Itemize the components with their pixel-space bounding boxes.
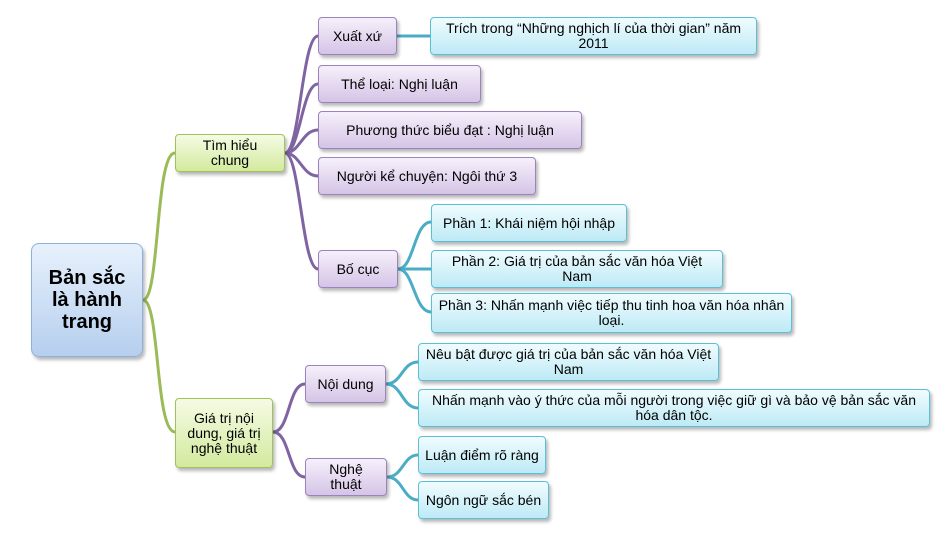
node-noi-dung: Nội dung	[305, 365, 386, 403]
bo-cuc-part-2-text: Phần 2: Giá trị của bản sắc văn hóa Việt…	[451, 253, 703, 284]
link-noi-dung-item1	[385, 360, 419, 386]
tim-hieu-chung-label: Tìm hiểu chung	[202, 137, 258, 168]
link-nghe-thuat-item1	[386, 453, 419, 479]
node-nghe-thuat: Nghệ thuật	[305, 458, 387, 496]
the-loai-text: Thể loại: Nghị luận	[341, 75, 458, 92]
node-nghe-thuat-item-2: Ngôn ngữ sắc bén	[418, 481, 549, 519]
noi-dung-label: Nội dung	[317, 375, 374, 392]
link-nghe-thuat-item2	[386, 475, 419, 502]
link-thc-xuat-xu	[284, 34, 319, 155]
root-label: Bản sắc là hành trang	[48, 267, 126, 333]
nghe-thuat-item-2-text: Ngôn ngữ sắc bén	[425, 491, 542, 508]
xuat-xu-label: Xuất xứ	[332, 27, 383, 44]
node-noi-dung-item-2: Nhấn mạnh vào ý thức của mỗi người trong…	[418, 389, 930, 427]
nghe-thuat-label: Nghệ thuật	[329, 461, 363, 492]
nguoi-ke-text: Người kể chuyện: Ngôi thứ 3	[336, 167, 518, 184]
nghe-thuat-item-1-text: Luận điểm rõ ràng	[425, 446, 539, 463]
node-bo-cuc-part-3: Phần 3: Nhấn mạnh việc tiếp thu tinh hoa…	[431, 293, 792, 333]
node-bo-cuc-part-2: Phần 2: Giá trị của bản sắc văn hóa Việt…	[431, 250, 723, 288]
phuong-thuc-text: Phương thức biểu đạt : Nghị luận	[346, 121, 554, 138]
node-bo-cuc: Bố cục	[318, 250, 398, 288]
link-thc-the-loai	[284, 82, 319, 155]
node-nguoi-ke: Người kể chuyện: Ngôi thứ 3	[318, 157, 536, 195]
link-thc-bo-cuc	[284, 151, 319, 271]
bo-cuc-part-3-text: Phần 3: Nhấn mạnh việc tiếp thu tinh hoa…	[438, 297, 785, 328]
link-bo-cuc-part3	[397, 267, 432, 314]
node-the-loai: Thể loại: Nghị luận	[318, 65, 481, 103]
gia-tri-label: Giá trị nội dung, giá trị nghệ thuật	[187, 409, 261, 456]
node-xuat-xu: Xuất xứ	[318, 17, 397, 55]
link-root-gia-tri	[142, 298, 176, 434]
node-noi-dung-item-1: Nêu bật được giá trị của bản sắc văn hóa…	[418, 343, 719, 381]
bo-cuc-label: Bố cục	[336, 260, 380, 277]
noi-dung-item-2-text: Nhấn mạnh vào ý thức của mỗi người trong…	[432, 392, 916, 423]
link-bo-cuc-part1	[397, 220, 432, 271]
xuat-xu-detail-text: Trích trong “Những nghịch lí của thời gi…	[445, 20, 742, 51]
link-root-tim-hieu-chung	[142, 151, 176, 302]
node-gia-tri: Giá trị nội dung, giá trị nghệ thuật	[175, 398, 273, 468]
noi-dung-item-1-text: Nêu bật được giá trị của bản sắc văn hóa…	[425, 346, 712, 377]
node-bo-cuc-part-1: Phần 1: Khái niệm hội nhập	[431, 204, 627, 242]
link-noi-dung-item2	[385, 382, 419, 410]
node-tim-hieu-chung: Tìm hiểu chung	[175, 134, 285, 172]
link-gt-nghe-thuat	[272, 430, 306, 479]
node-phuong-thuc: Phương thức biểu đạt : Nghị luận	[318, 111, 582, 149]
node-xuat-xu-detail: Trích trong “Những nghịch lí của thời gi…	[430, 17, 757, 55]
root-node: Bản sắc là hành trang	[31, 243, 143, 357]
bo-cuc-part-1-text: Phần 1: Khái niệm hội nhập	[442, 214, 615, 231]
link-gt-noi-dung	[272, 382, 306, 434]
node-nghe-thuat-item-1: Luận điểm rõ ràng	[418, 436, 546, 474]
